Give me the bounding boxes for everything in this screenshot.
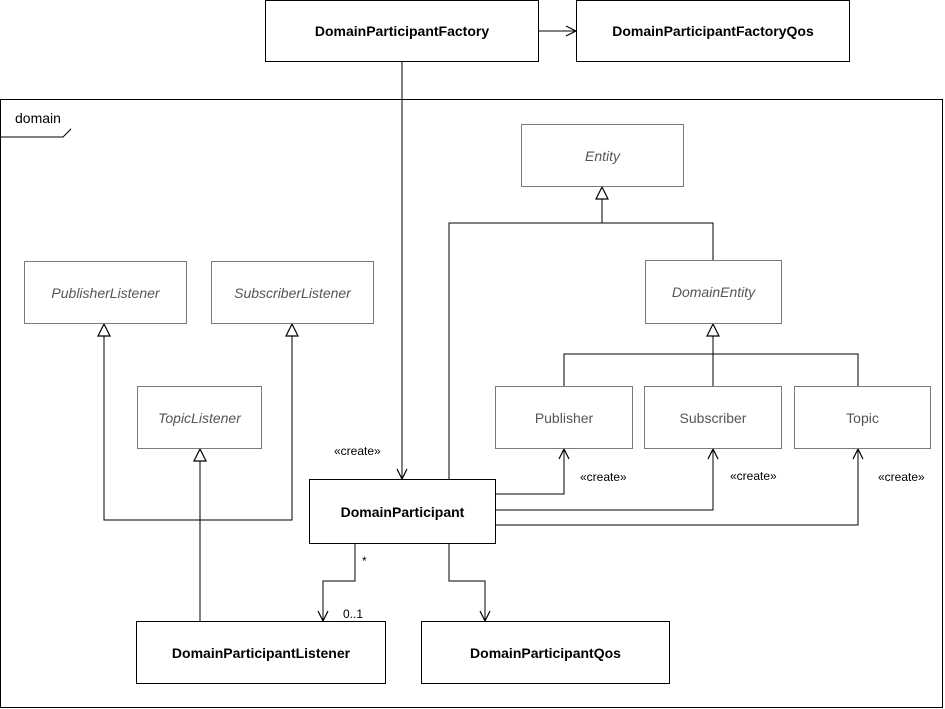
class-domain-entity[interactable]: DomainEntity: [645, 260, 782, 324]
edge-participantlistener-generalizes-publisherlistener: [104, 324, 200, 521]
edge-participant-creates-topic: [496, 449, 858, 526]
class-domain-participant[interactable]: DomainParticipant: [309, 479, 496, 544]
class-name: DomainParticipant: [340, 503, 465, 520]
edge-participant-to-qos: [448, 544, 485, 621]
class-name: PublisherListener: [51, 284, 160, 301]
edge-publisher-generalizes-domainentity: [563, 353, 713, 386]
class-name: SubscriberListener: [234, 284, 351, 301]
edge-participant-creates-subscriber: [496, 449, 713, 511]
edge-participant-generalizes-entity: [448, 187, 602, 479]
class-entity[interactable]: Entity: [521, 124, 684, 187]
class-name: DomainParticipantQos: [470, 644, 621, 661]
class-name: DomainParticipantFactoryQos: [612, 23, 814, 39]
class-name: Subscriber: [679, 409, 747, 426]
class-name: DomainParticipantFactory: [314, 23, 490, 39]
label-create-subscriber: «create»: [730, 469, 777, 483]
edge-topic-generalizes-domainentity: [713, 353, 859, 386]
class-subscriber[interactable]: Subscriber: [644, 386, 782, 449]
class-topic-listener[interactable]: TopicListener: [137, 386, 262, 449]
label-create-topic: «create»: [878, 470, 925, 484]
class-domain-participant-listener[interactable]: DomainParticipantListener: [136, 621, 386, 684]
class-name: Entity: [584, 147, 620, 164]
label-multiplicity-zero-one: 0..1: [343, 607, 364, 621]
class-name: Topic: [846, 409, 879, 426]
class-publisher-listener[interactable]: PublisherListener: [24, 261, 187, 324]
class-name: Publisher: [534, 409, 594, 426]
edge-participantlistener-generalizes-subscriberlistener: [200, 324, 292, 521]
class-publisher[interactable]: Publisher: [495, 386, 633, 449]
frame-tab: [1, 128, 71, 138]
class-topic[interactable]: Topic: [794, 386, 931, 449]
domain-package-frame: domain: [0, 99, 943, 708]
class-domain-participant-factory[interactable]: DomainParticipantFactory: [265, 0, 539, 62]
edge-participant-creates-publisher: [496, 449, 564, 495]
edge-domainentity-generalizes-entity: [602, 222, 714, 260]
class-domain-participant-factory-qos[interactable]: DomainParticipantFactoryQos: [576, 0, 850, 62]
class-name: DomainEntity: [671, 284, 756, 300]
class-name: DomainParticipantListener: [171, 644, 351, 661]
label-create-publisher: «create»: [580, 470, 627, 484]
class-domain-participant-qos[interactable]: DomainParticipantQos: [421, 621, 670, 684]
label-create-factory: «create»: [334, 444, 381, 458]
class-name: TopicListener: [158, 409, 241, 426]
class-subscriber-listener[interactable]: SubscriberListener: [211, 261, 374, 324]
edge-participant-to-listener: [323, 544, 356, 621]
frame-label: domain: [15, 110, 61, 126]
label-multiplicity-many: *: [362, 554, 367, 568]
